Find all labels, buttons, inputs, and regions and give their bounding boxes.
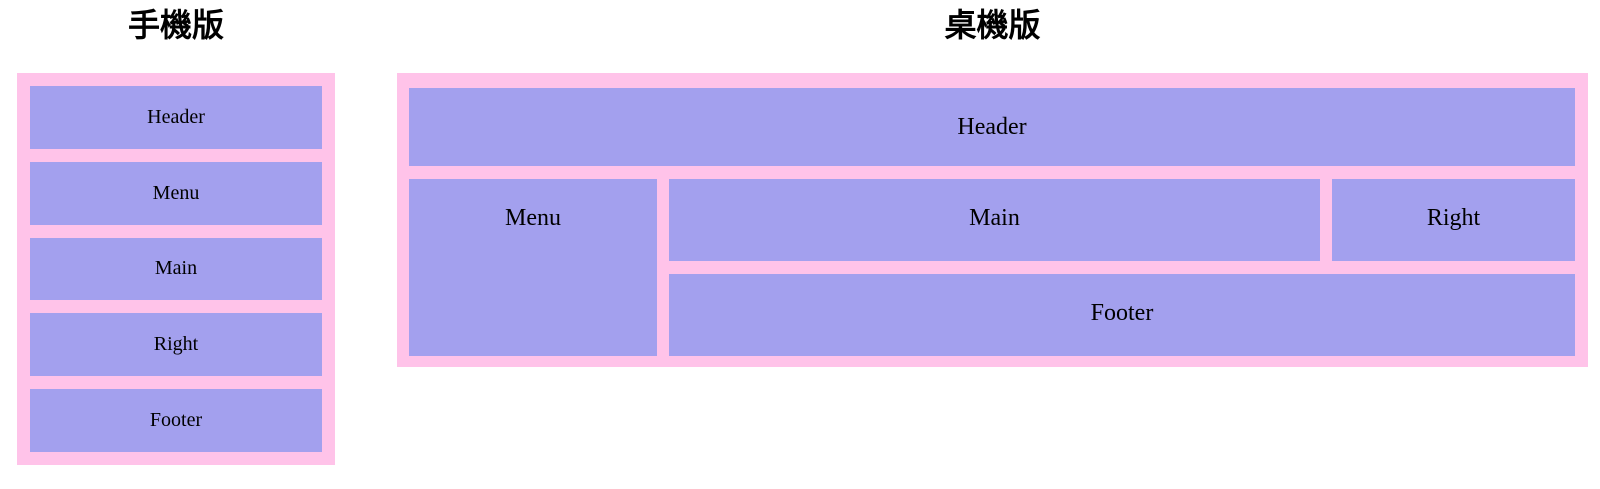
desktop-box-menu: Menu <box>409 179 657 356</box>
desktop-section: 桌機版 Header Menu Main Right Footer <box>397 0 1588 367</box>
mobile-box-footer: Footer <box>30 389 322 452</box>
mobile-box-header: Header <box>30 86 322 149</box>
desktop-box-right: Right <box>1332 179 1575 261</box>
mobile-title: 手機版 <box>127 7 224 43</box>
mobile-section: 手機版 Header Menu Main Right Footer <box>17 0 335 465</box>
mobile-layout-container: Header Menu Main Right Footer <box>17 73 335 465</box>
desktop-title: 桌機版 <box>944 7 1041 43</box>
mobile-box-right: Right <box>30 313 322 377</box>
mobile-box-main: Main <box>30 237 322 301</box>
desktop-box-header: Header <box>409 88 1575 166</box>
mobile-box-menu: Menu <box>30 161 322 225</box>
desktop-box-footer: Footer <box>669 274 1575 356</box>
desktop-box-main: Main <box>669 179 1320 261</box>
desktop-layout-container: Header Menu Main Right Footer <box>397 73 1588 367</box>
